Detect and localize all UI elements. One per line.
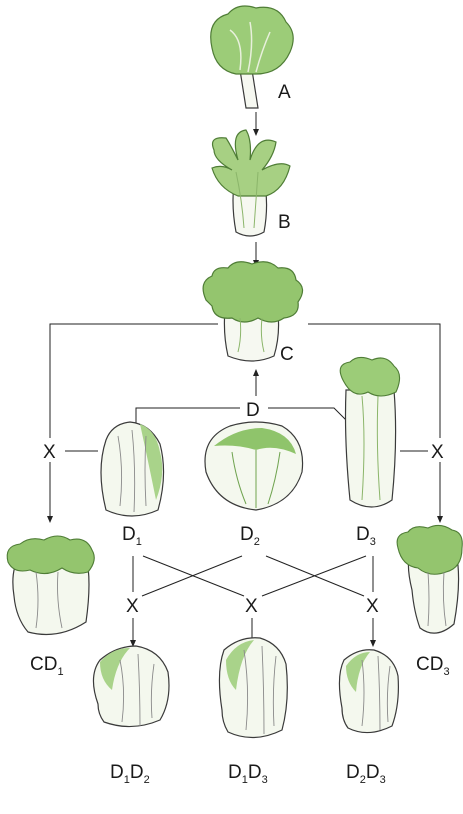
plant-d2-illustration bbox=[205, 422, 303, 510]
label-d1d3-base2: D bbox=[248, 762, 262, 783]
label-d1d3: D1D3 bbox=[228, 762, 268, 786]
label-d2d3-base1: D bbox=[346, 762, 360, 783]
label-d: D bbox=[246, 400, 260, 421]
label-d1d2-base1: D bbox=[110, 762, 124, 783]
cross-symbol-c-d1: X bbox=[43, 442, 56, 463]
label-d1: D1 bbox=[122, 524, 142, 548]
label-d1d2-base2: D bbox=[130, 762, 144, 783]
plant-d1d3-illustration bbox=[219, 638, 287, 738]
label-cd3: CD3 bbox=[416, 654, 450, 678]
connector-c-left bbox=[50, 324, 218, 438]
label-d2d3: D2D3 bbox=[346, 762, 386, 786]
label-cd1: CD1 bbox=[30, 654, 64, 678]
label-d1-sub: 1 bbox=[136, 536, 142, 548]
label-b: B bbox=[278, 212, 291, 233]
label-d1d3-sub2: 3 bbox=[262, 774, 268, 786]
d-bracket-right bbox=[268, 408, 346, 420]
label-d2: D2 bbox=[240, 524, 260, 548]
label-d2d3-base2: D bbox=[366, 762, 380, 783]
label-d1d3-base1: D bbox=[228, 762, 242, 783]
cross-symbol-d2-d3: X bbox=[366, 596, 379, 617]
d-bracket-left bbox=[136, 408, 240, 424]
label-c: C bbox=[280, 344, 294, 365]
plant-cd3-illustration bbox=[397, 525, 462, 633]
label-d2-sub: 2 bbox=[254, 536, 260, 548]
plant-d3-illustration bbox=[340, 357, 399, 507]
label-a: A bbox=[278, 82, 291, 103]
label-d3-sub: 3 bbox=[370, 536, 376, 548]
cross-symbol-d1-d3: X bbox=[245, 596, 258, 617]
label-cd3-base: CD bbox=[416, 654, 443, 675]
cross-symbol-c-d3: X bbox=[431, 442, 444, 463]
label-d3-base: D bbox=[356, 524, 370, 545]
plant-d2d3-illustration bbox=[339, 650, 398, 733]
label-d1-base: D bbox=[122, 524, 136, 545]
label-cd3-sub: 3 bbox=[443, 666, 449, 678]
label-d2d3-sub2: 3 bbox=[380, 774, 386, 786]
label-d1d2-sub2: 2 bbox=[144, 774, 150, 786]
label-d1d2: D1D2 bbox=[110, 762, 150, 786]
label-d3: D3 bbox=[356, 524, 376, 548]
label-cd1-sub: 1 bbox=[57, 666, 63, 678]
plant-d1-illustration bbox=[101, 422, 164, 516]
plant-d1d2-illustration bbox=[93, 646, 169, 727]
label-cd1-base: CD bbox=[30, 654, 57, 675]
cross-symbol-d1-d2: X bbox=[126, 596, 139, 617]
plant-cd1-illustration bbox=[7, 536, 94, 634]
label-d2-base: D bbox=[240, 524, 254, 545]
